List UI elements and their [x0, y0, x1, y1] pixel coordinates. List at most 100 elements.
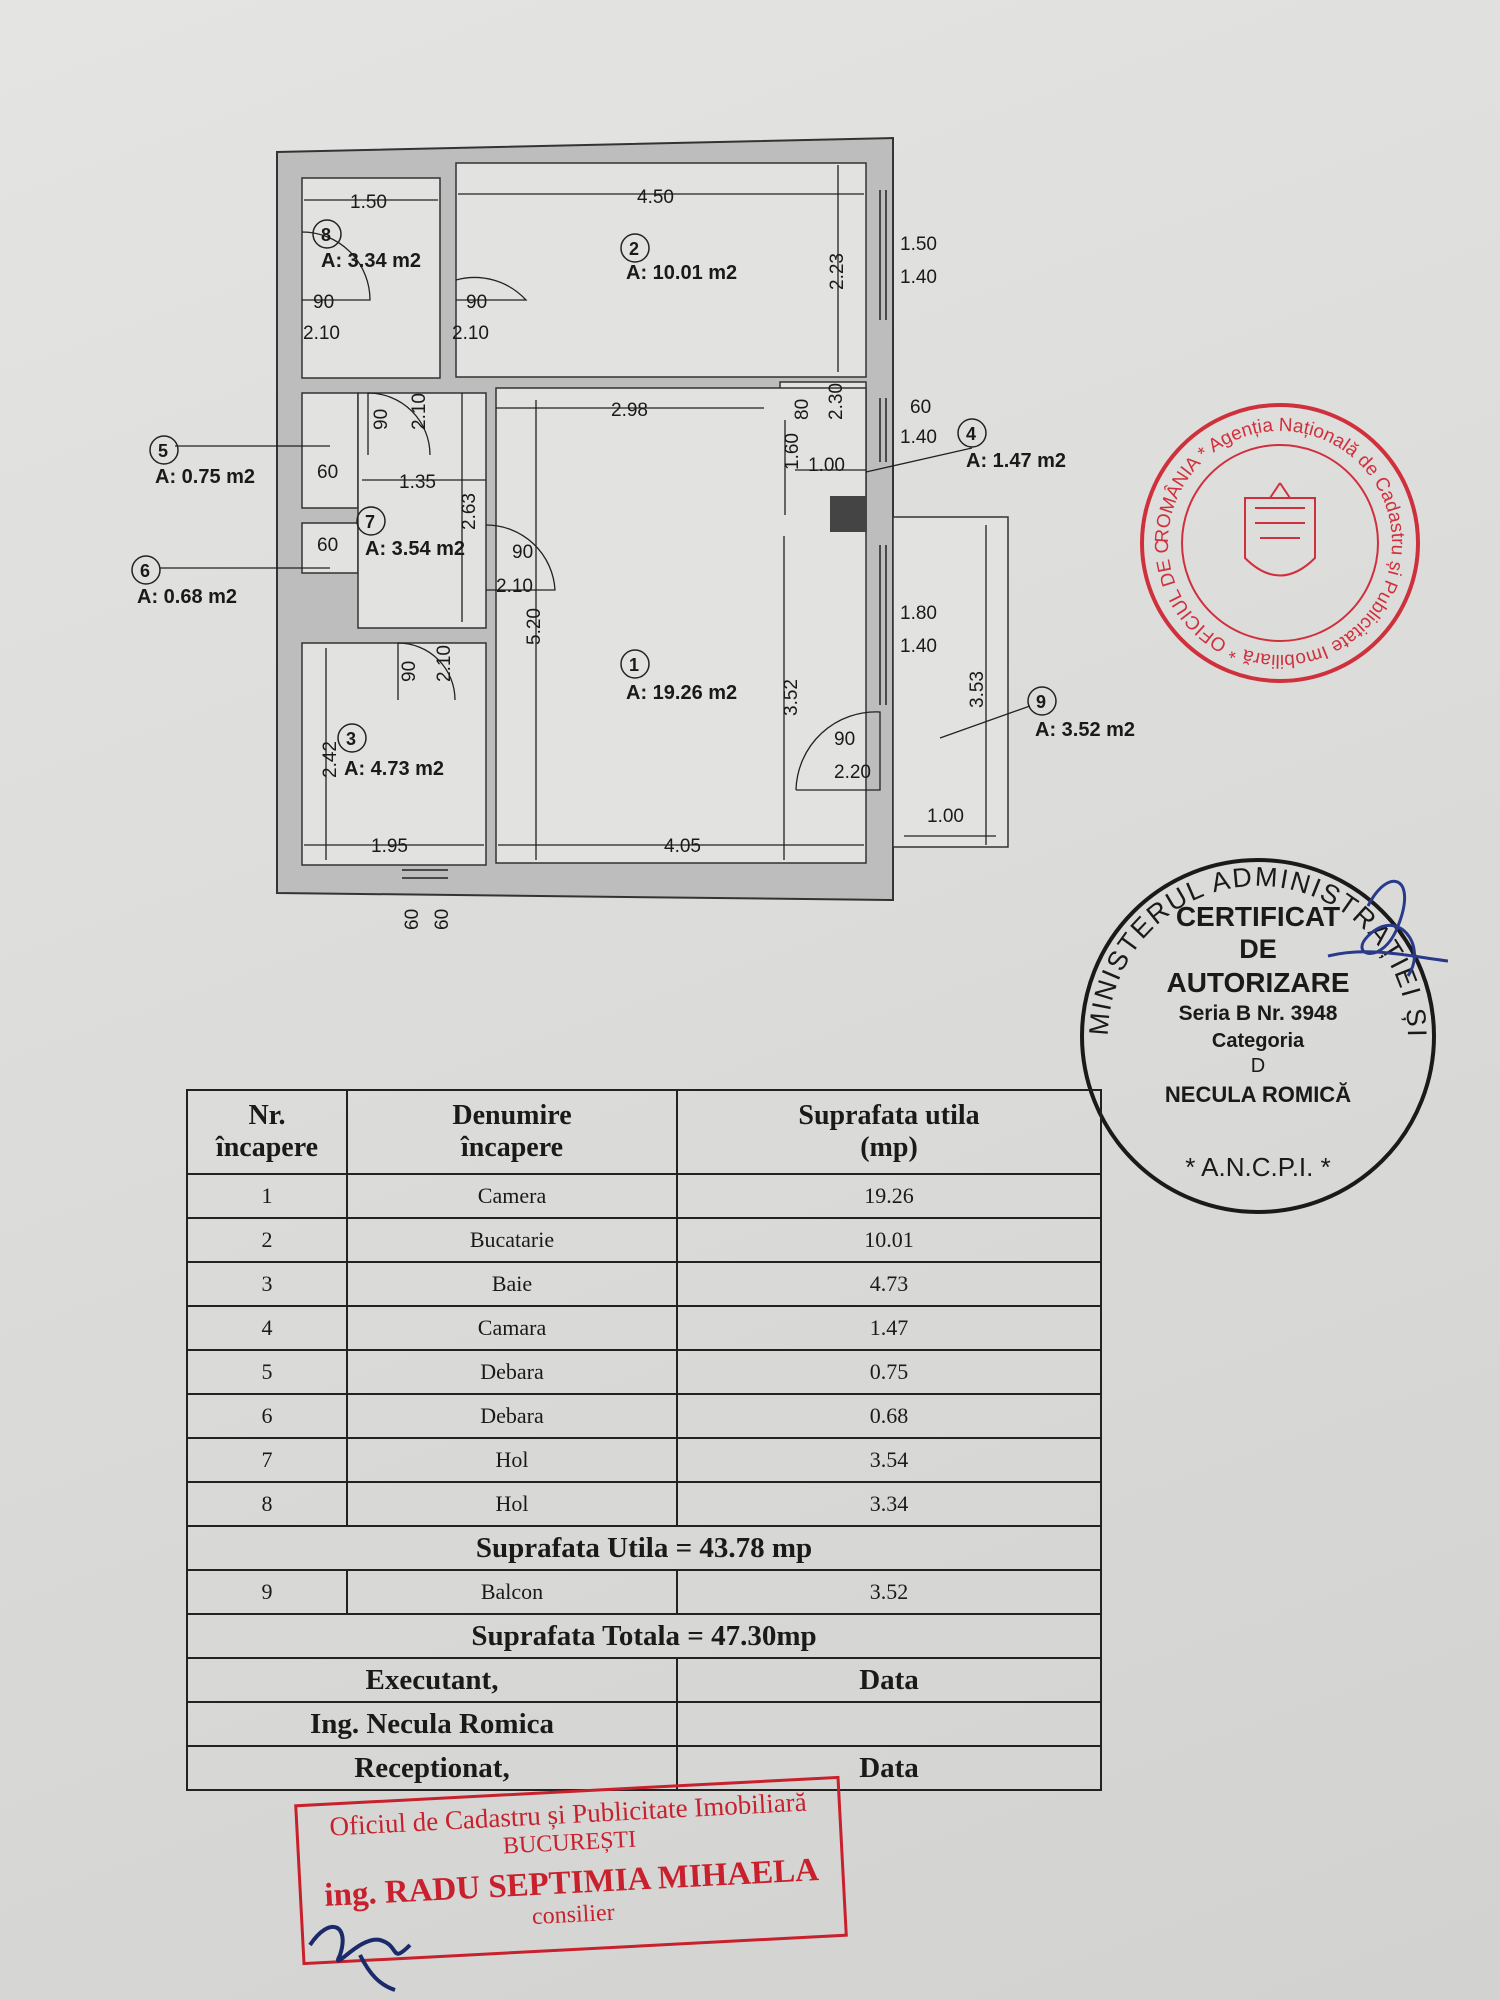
room-6-area: A: 0.68 m2 [137, 586, 237, 608]
ocpi-round-stamp: ROMÂNIA * Agenția Națională de Cadastru … [1135, 398, 1420, 683]
rooms-table: Nr. încapere Denumire încapere Suprafata… [186, 1089, 1102, 1791]
table-header-row: Nr. încapere Denumire încapere Suprafata… [186, 1089, 1102, 1175]
svg-text:2.30: 2.30 [826, 383, 847, 420]
svg-text:3.52: 3.52 [781, 679, 802, 716]
table-row: 1 Camera 19.26 [186, 1173, 1102, 1219]
svg-text:2.63: 2.63 [459, 493, 480, 530]
svg-text:2.42: 2.42 [320, 741, 341, 778]
row-area: 3.34 [676, 1481, 1102, 1527]
floor-plan: 1 2 3 4 5 6 7 8 9 A: 19.26 m2 A: 10.01 m… [131, 136, 1135, 930]
receptionat-row: Receptionat, Data [186, 1745, 1102, 1791]
room-8-area: A: 3.34 m2 [321, 250, 421, 272]
pantry-column [830, 496, 866, 532]
svg-text:60: 60 [317, 535, 338, 556]
red-stamp-ring-text: ROMÂNIA * Agenția Națională de Cadastru … [1135, 398, 1408, 671]
svg-text:1.60: 1.60 [782, 433, 803, 470]
useful-area-total: Suprafata Utila = 43.78 mp [186, 1525, 1102, 1571]
row-nr: 9 [186, 1569, 348, 1615]
row-name: Debara [346, 1393, 678, 1439]
executant-row: Executant, Data [186, 1657, 1102, 1703]
engineer-name: Ing. Necula Romica [186, 1701, 678, 1747]
svg-text:90: 90 [313, 292, 334, 313]
stamp-line-ancpi: * A.N.C.P.I. * [1185, 1152, 1330, 1182]
svg-text:2.10: 2.10 [409, 393, 430, 430]
total-area: Suprafata Totala = 47.30mp [186, 1613, 1102, 1659]
svg-text:90: 90 [466, 292, 487, 313]
row-nr: 6 [186, 1393, 348, 1439]
room-6-number: 6 [140, 561, 150, 581]
stamp-line-d: D [1251, 1055, 1265, 1077]
room-4-area: A: 1.47 m2 [966, 450, 1066, 472]
room-2-kitchen [455, 162, 867, 378]
row-area: 1.47 [676, 1305, 1102, 1351]
svg-text:90: 90 [834, 729, 855, 750]
room-markers [131, 219, 1057, 753]
windows [402, 190, 887, 879]
row-nr: 3 [186, 1261, 348, 1307]
row-name: Debara [346, 1349, 678, 1395]
svg-text:2.23: 2.23 [827, 253, 848, 290]
row-name: Baie [346, 1261, 678, 1307]
room-6-closet [301, 522, 359, 574]
svg-text:1.40: 1.40 [900, 267, 937, 288]
room-9-number: 9 [1036, 692, 1046, 712]
room-8-number: 8 [321, 225, 331, 245]
row-area: 4.73 [676, 1261, 1102, 1307]
row-area: 3.54 [676, 1437, 1102, 1483]
row-name: Bucatarie [346, 1217, 678, 1263]
svg-text:60: 60 [910, 397, 931, 418]
room-2-number: 2 [629, 239, 639, 259]
stamp-line-certificat: CERTIFICAT [1176, 901, 1340, 932]
receptionat-date-label: Data [676, 1745, 1102, 1791]
row-name: Camara [346, 1305, 678, 1351]
svg-text:1.00: 1.00 [808, 455, 845, 476]
svg-text:2.10: 2.10 [434, 645, 455, 682]
svg-text:1.40: 1.40 [900, 427, 937, 448]
table-row: 5 Debara 0.75 [186, 1349, 1102, 1395]
row-nr: 2 [186, 1217, 348, 1263]
balcony [892, 516, 1009, 848]
svg-text:2.10: 2.10 [452, 323, 489, 344]
room-1-number: 1 [629, 655, 639, 675]
svg-text:2.10: 2.10 [303, 323, 340, 344]
room-7-area: A: 3.54 m2 [365, 538, 465, 560]
row-nr: 1 [186, 1173, 348, 1219]
svg-text:1.50: 1.50 [350, 192, 387, 213]
room-1-area: A: 19.26 m2 [626, 682, 737, 704]
leader-arrows [160, 445, 1031, 739]
row-name: Camera [346, 1173, 678, 1219]
header-area: Suprafata utila (mp) [676, 1089, 1102, 1175]
room-2-area: A: 10.01 m2 [626, 262, 737, 284]
table-row: 3 Baie 4.73 [186, 1261, 1102, 1307]
table-row: 2 Bucatarie 10.01 [186, 1217, 1102, 1263]
svg-text:2.98: 2.98 [611, 400, 648, 421]
engineer-row: Ing. Necula Romica [186, 1701, 1102, 1747]
row-area: 0.75 [676, 1349, 1102, 1395]
room-7-number: 7 [365, 512, 375, 532]
executant-date-label: Data [676, 1657, 1102, 1703]
dimension-labels: 1.50 4.50 2.23 1.50 1.40 90 2.10 90 2.10… [303, 187, 988, 930]
svg-text:1.40: 1.40 [900, 636, 937, 657]
stamp-line-categoria: Categoria [1212, 1030, 1305, 1052]
svg-text:1.50: 1.50 [900, 234, 937, 255]
row-name: Balcon [346, 1569, 678, 1615]
stamp-line-de: DE [1239, 934, 1277, 964]
svg-text:3.53: 3.53 [967, 671, 988, 708]
svg-text:1.35: 1.35 [399, 472, 436, 493]
room-4-number: 4 [966, 424, 976, 444]
room-8-hall [301, 177, 441, 379]
signature-drawing [1327, 879, 1448, 977]
header-name: Denumire încapere [346, 1089, 678, 1175]
svg-text:4.50: 4.50 [637, 187, 674, 208]
svg-text:60: 60 [402, 909, 423, 930]
row-nr: 8 [186, 1481, 348, 1527]
row-name: Hol [346, 1437, 678, 1483]
table-row: 6 Debara 0.68 [186, 1393, 1102, 1439]
table-row: 4 Camara 1.47 [186, 1305, 1102, 1351]
table-row: 7 Hol 3.54 [186, 1437, 1102, 1483]
room-3-area: A: 4.73 m2 [344, 758, 444, 780]
svg-text:90: 90 [371, 409, 392, 430]
executant-label: Executant, [186, 1657, 678, 1703]
receptionat-label: Receptionat, [186, 1745, 678, 1791]
row-nr: 5 [186, 1349, 348, 1395]
